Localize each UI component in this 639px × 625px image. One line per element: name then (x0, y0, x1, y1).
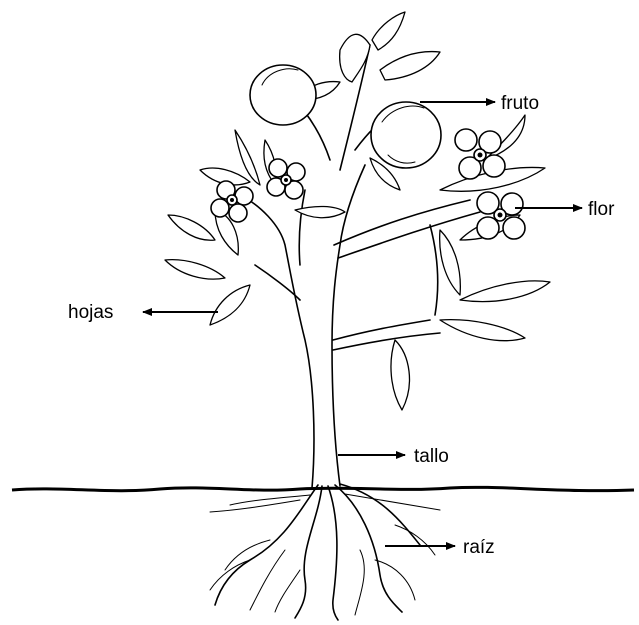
leaves-label: hojas (68, 302, 113, 323)
root-label: raíz (463, 537, 495, 558)
ground-line (12, 487, 634, 490)
fruits (250, 65, 441, 168)
stem-label: tallo (414, 446, 449, 467)
flower-label: flor (588, 199, 615, 220)
fruit-label: fruto (501, 93, 539, 114)
flower-2 (267, 159, 305, 199)
flower-1 (211, 181, 253, 222)
roots (210, 484, 440, 620)
